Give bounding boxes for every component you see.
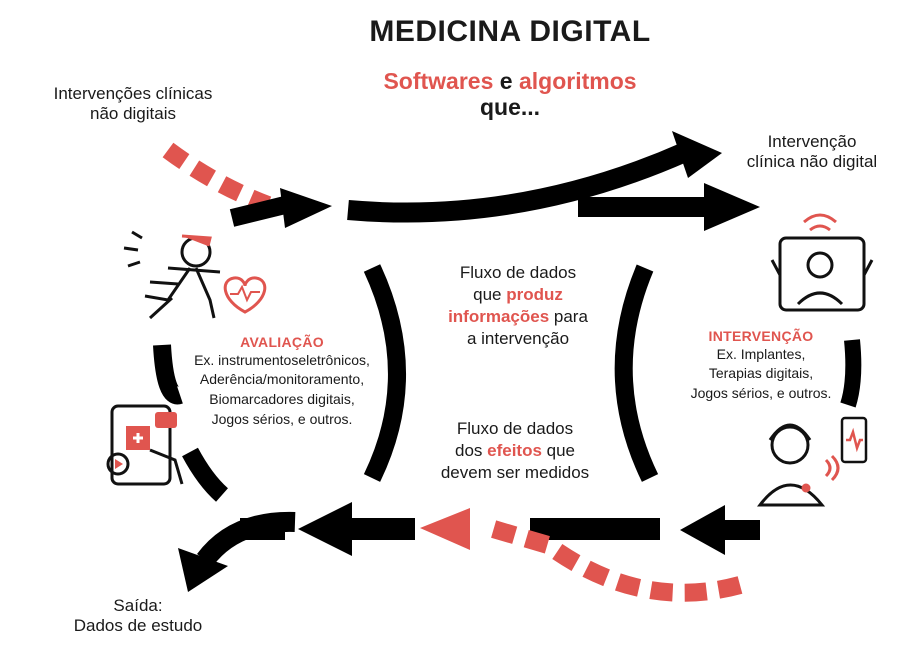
top-curve-arrow-head [672, 131, 722, 178]
avaliacao-heading: AVALIAÇÃO [240, 334, 324, 350]
output-intervention-label: Intervenção clínica não digital [746, 132, 878, 172]
center-top-produz: produz [506, 285, 563, 305]
center-bottom-line2-post: que [541, 441, 576, 461]
phone-ecg-icon [840, 416, 868, 464]
center-bottom-line2-pre: dos [454, 441, 488, 461]
red-dashed-input-arrow [162, 142, 272, 214]
subtitle-line2: que... [479, 94, 541, 121]
center-bottom-text: Fluxo de dados dos efeitos que devem ser… [410, 418, 620, 484]
intervencao-block: INTERVENÇÃO Ex. Implantes, Terapias digi… [672, 328, 850, 404]
center-top-line2-pre: que [473, 285, 507, 305]
avaliacao-block: AVALIAÇÃO Ex. instrumentoseletrônicos, A… [182, 334, 382, 429]
bottom-right-arrow-shaft [720, 520, 760, 540]
center-top-line4: a intervenção [466, 329, 570, 349]
bottom-center-arrow-shaft [530, 518, 660, 540]
subtitle: Softwares e algoritmos que... [330, 68, 690, 121]
center-bottom-line3: devem ser medidos [440, 463, 590, 483]
center-top-text: Fluxo de dados que produz informações pa… [418, 262, 618, 350]
top-curve-arrow-shaft [347, 142, 690, 223]
top-straight-arrow-head [704, 183, 760, 231]
input-arrow-head [280, 188, 332, 228]
bottom-left-arrow-head-1 [298, 502, 352, 556]
center-bottom-line1: Fluxo de dados [456, 419, 574, 438]
subtitle-algoritmos: algoritmos [518, 68, 637, 94]
bottom-right-arrow-head [680, 505, 725, 555]
input-arrow-shaft [229, 196, 288, 227]
avaliacao-items: Ex. instrumentoseletrônicos, Aderência/m… [194, 351, 370, 427]
center-right-arc [614, 264, 659, 482]
center-left-arc [363, 264, 406, 482]
center-top-informacoes: informações [448, 307, 550, 327]
center-top-line1: Fluxo de dados [459, 263, 577, 282]
intervencao-items: Ex. Implantes, Terapias digitais, Jogos … [690, 345, 832, 401]
doctor-tablet-icon [770, 213, 874, 312]
exit-arrow-head [178, 548, 228, 592]
red-dashed-return-arrow [487, 519, 743, 602]
left-outer-arc-lower [182, 447, 229, 502]
patient-headset-icon [756, 423, 840, 507]
heart-pulse-icon [223, 276, 267, 314]
medical-app-icon [106, 404, 184, 486]
center-bottom-efeitos: efeitos [487, 441, 542, 461]
red-return-arrow-head [420, 508, 470, 550]
exit-arrow-shaft [197, 511, 296, 567]
intervencao-heading: INTERVENÇÃO [708, 328, 814, 344]
left-outer-arc [153, 344, 183, 405]
runner-icon [123, 230, 221, 320]
top-straight-arrow-shaft [578, 197, 708, 217]
bottom-left-arrow-shaft-1 [345, 518, 415, 540]
right-outer-arc [840, 339, 862, 408]
subtitle-connector: e [499, 68, 513, 94]
page-title: MEDICINA DIGITAL [369, 15, 651, 48]
exit-label: Saída: Dados de estudo [73, 596, 203, 636]
subtitle-softwares: Softwares [383, 68, 494, 94]
center-top-line3-post: para [549, 307, 588, 327]
input-node-label: Intervenções clínicas não digitais [53, 84, 213, 124]
